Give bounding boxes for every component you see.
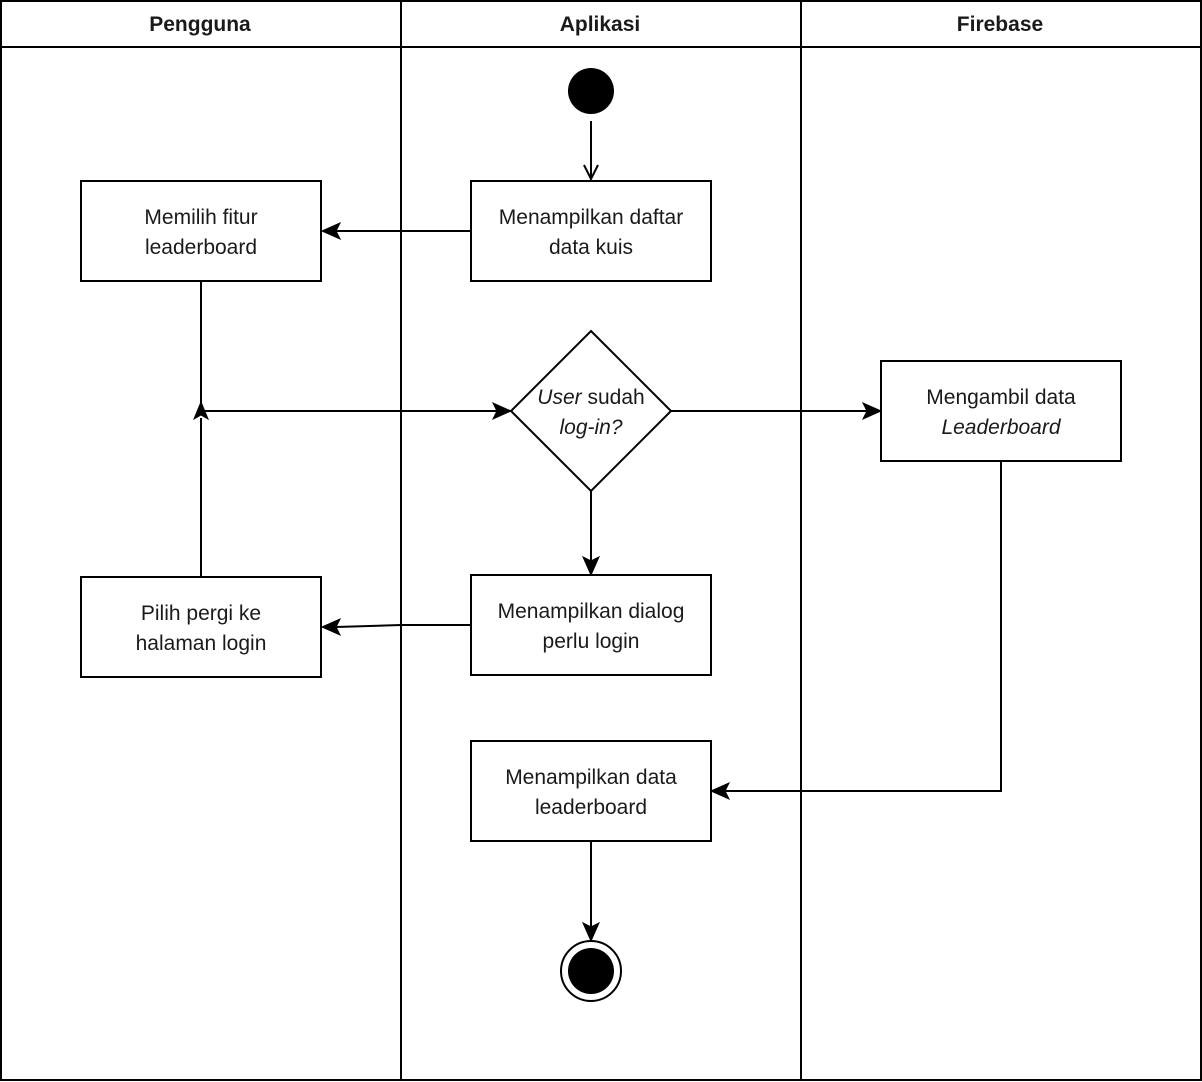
node-label-line2: halaman login bbox=[136, 632, 267, 655]
node-label-line1: Pilih pergi ke bbox=[141, 602, 261, 625]
node-label-line2: Leaderboard bbox=[941, 416, 1061, 439]
action-memilih-fitur-leaderboard: Memilih fitur leaderboard bbox=[80, 180, 322, 282]
node-label-line1: Menampilkan daftar bbox=[499, 206, 683, 229]
action-menampilkan-daftar-data-kuis: Menampilkan daftar data kuis bbox=[470, 180, 712, 282]
arrowhead-icon bbox=[491, 401, 513, 421]
node-label-line1: Menampilkan dialog bbox=[498, 600, 685, 623]
decision-label-line1: User sudah bbox=[537, 386, 644, 409]
arrowhead-icon bbox=[581, 921, 601, 943]
action-menampilkan-data-leaderboard: Menampilkan data leaderboard bbox=[470, 740, 712, 842]
action-menampilkan-dialog-perlu-login: Menampilkan dialog perlu login bbox=[470, 574, 712, 676]
edge-mengambil-data-to-tampil-leaderboard bbox=[725, 461, 1002, 792]
arrowhead-icon bbox=[320, 221, 342, 241]
arrowhead-icon bbox=[709, 781, 731, 801]
arrowhead-icon bbox=[861, 401, 883, 421]
lane-title-pengguna: Pengguna bbox=[149, 13, 251, 36]
open-arrowhead-icon bbox=[583, 164, 599, 182]
decision-label-line2: log-in? bbox=[559, 416, 622, 439]
start-node bbox=[568, 68, 614, 114]
node-label-line1: Menampilkan data bbox=[505, 766, 677, 789]
edges bbox=[192, 121, 1002, 943]
arrowhead-icon bbox=[320, 617, 342, 637]
node-label-line2: leaderboard bbox=[145, 236, 257, 259]
node-label-line1: Mengambil data bbox=[926, 386, 1076, 409]
node-label-line2: data kuis bbox=[549, 236, 633, 259]
node-label-line2: perlu login bbox=[543, 630, 640, 653]
action-mengambil-data-leaderboard: Mengambil data Leaderboard bbox=[880, 360, 1122, 462]
end-node bbox=[560, 940, 622, 1002]
decision-user-sudah-login: User sudah log-in? bbox=[509, 329, 673, 493]
node-label-line2: leaderboard bbox=[535, 796, 647, 819]
arrowhead-icon bbox=[581, 555, 601, 577]
node-label-line1: Memilih fitur bbox=[144, 206, 257, 229]
action-pilih-pergi-ke-halaman-login: Pilih pergi ke halaman login bbox=[80, 576, 322, 678]
lane-title-firebase: Firebase bbox=[957, 13, 1043, 36]
edge-dialog-login-to-pilih-login bbox=[335, 624, 471, 628]
lane-title-aplikasi: Aplikasi bbox=[560, 13, 641, 36]
